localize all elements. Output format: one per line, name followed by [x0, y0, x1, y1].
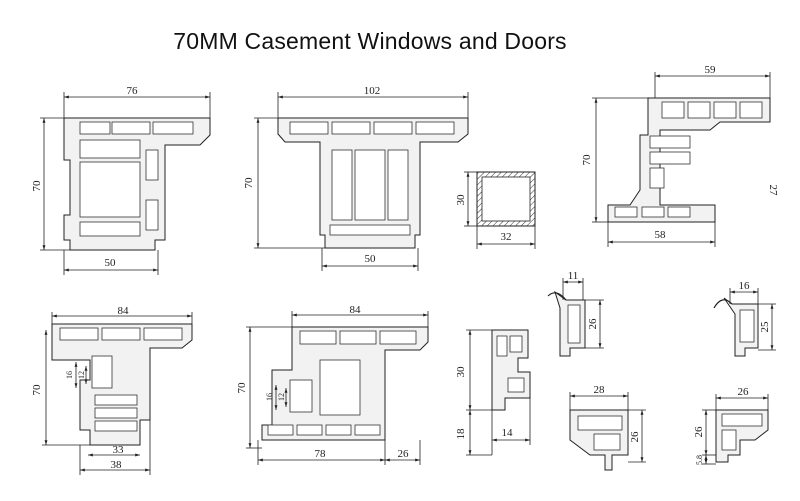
- profile-door-84-a: 84 70 16 12 33 38: [31, 305, 193, 475]
- profile-bead-16: 16 25: [713, 280, 776, 357]
- dim-label: 102: [364, 85, 381, 97]
- dim-label: 58: [655, 229, 667, 241]
- dim-label: 32: [501, 231, 512, 243]
- profile-tube-32x30: 30 32: [455, 171, 536, 249]
- dim-label: 26: [398, 448, 410, 460]
- profile-frame-76: 76 70 50: [31, 85, 211, 275]
- dim-label: 50: [365, 253, 377, 265]
- dim-label: 76: [127, 85, 139, 97]
- dim-label: 26: [587, 318, 599, 330]
- dim-label: 12: [277, 393, 286, 401]
- dim-label: 26: [738, 386, 750, 398]
- profile-door-84-b: 84 70 16 12 78 26: [236, 304, 429, 465]
- dim-label: 70: [31, 384, 43, 396]
- dim-label: 30: [455, 366, 467, 378]
- dim-label: 59: [705, 64, 717, 76]
- dim-label: 5.8: [695, 455, 704, 465]
- dim-label: 18: [455, 428, 467, 440]
- dim-label: 38: [111, 459, 123, 471]
- dim-label: 50: [105, 257, 117, 269]
- profile-bead-28: 28 26: [569, 384, 646, 471]
- dim-label: 30: [455, 194, 467, 206]
- dim-label: 78: [315, 448, 327, 460]
- dim-label: 16: [65, 371, 74, 379]
- profile-mullion-102: 102 70 50: [243, 85, 469, 271]
- dim-label: 70: [243, 177, 255, 189]
- dim-label: 16: [739, 280, 751, 292]
- dim-label: 12: [77, 371, 86, 379]
- dim-label: 11: [568, 270, 579, 282]
- profile-sash-59: 59 70 27 58: [581, 64, 779, 247]
- dim-label: 25: [759, 321, 771, 333]
- dim-label: 14: [502, 427, 514, 439]
- dim-label: 33: [113, 444, 125, 456]
- dim-label: 84: [118, 305, 130, 317]
- dim-label: 26: [693, 426, 705, 438]
- dim-label: 70: [236, 382, 248, 394]
- dim-label: 26: [629, 431, 641, 443]
- dim-label: 27: [767, 185, 779, 197]
- dim-label: 70: [581, 154, 593, 166]
- dim-label: 16: [265, 393, 274, 401]
- dim-label: 28: [594, 384, 606, 396]
- page-title: 70MM Casement Windows and Doors: [173, 28, 567, 54]
- dim-label: 84: [350, 304, 362, 316]
- profile-bead-26: 26 26 5.8: [693, 386, 769, 465]
- profile-bead-11: 11 26: [547, 270, 604, 357]
- dim-label: 70: [31, 180, 43, 192]
- profile-bead-30: 30 18 14: [455, 329, 531, 456]
